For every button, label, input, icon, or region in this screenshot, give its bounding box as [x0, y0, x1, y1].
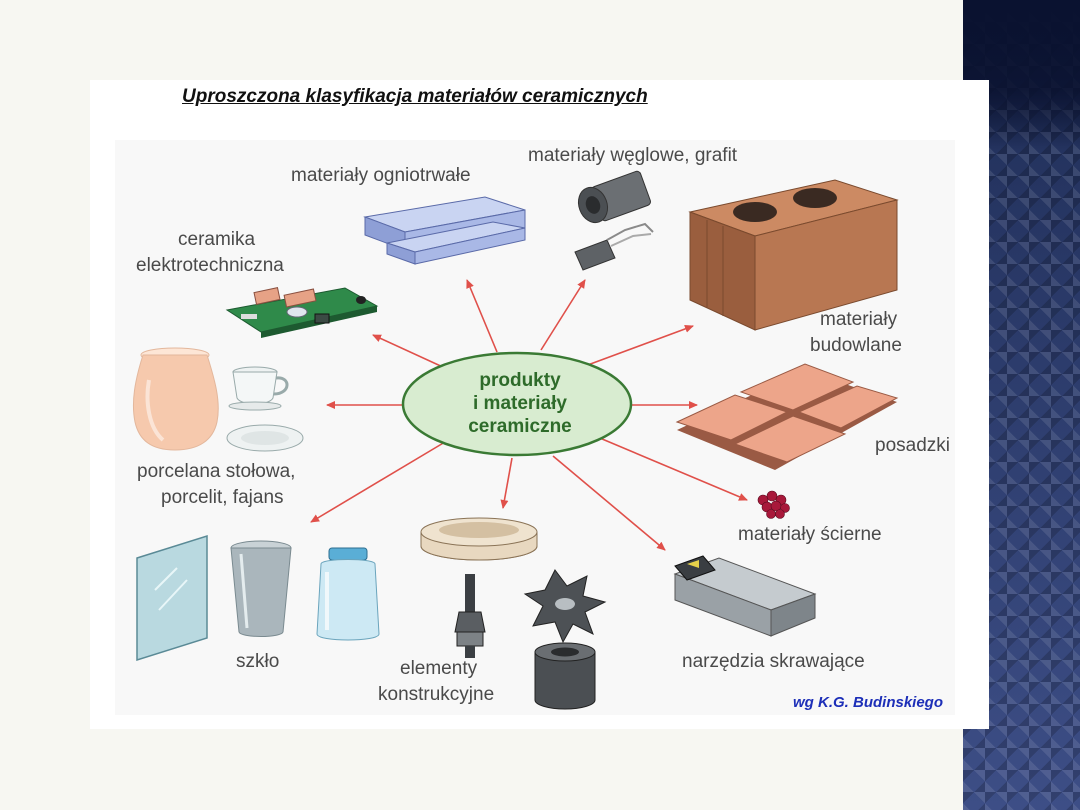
cutting-tool-icon — [673, 555, 817, 637]
arrow-to-abrasives — [594, 435, 748, 501]
label-carbon: materiały węglowe, grafit — [528, 145, 738, 166]
label-building-2: budowlane — [810, 335, 902, 356]
label-glass: szkło — [236, 651, 280, 672]
arrow-to-refractory — [466, 279, 498, 353]
slide-title: Uproszczona klasyfikacja materiałów cera… — [182, 86, 648, 107]
label-abrasives: materiały ścierne — [738, 524, 882, 545]
graphite-brush-icon — [574, 222, 654, 271]
vase-icon — [132, 347, 219, 451]
label-structural-2: konstrukcyjne — [378, 684, 495, 705]
classification-diagram: produkty i materiały ceramiczne materiał… — [115, 140, 955, 715]
label-building-1: materiały — [820, 309, 898, 330]
arrow-to-structural — [500, 457, 513, 509]
hollow-brick-icon — [688, 179, 899, 331]
label-electro-2: elektrotechniczna — [136, 255, 284, 276]
arrow-to-electro — [372, 334, 446, 369]
glass-tumbler-icon — [230, 540, 292, 637]
gear-rotor-icon — [523, 569, 607, 644]
carbon-tube-icon — [577, 170, 651, 224]
floor-tiles-icon — [675, 363, 899, 470]
diagram-graphics — [132, 170, 899, 710]
ceramic-bushing-icon — [534, 642, 596, 710]
plate-icon — [226, 424, 304, 452]
center-label-line3: ceramiczne — [468, 416, 572, 437]
glass-pane-icon — [136, 534, 208, 662]
abrasive-grains-icon — [757, 490, 790, 519]
center-label-line2: i materiały — [473, 393, 567, 414]
label-electro-1: ceramika — [178, 229, 256, 250]
arrow-to-building — [584, 325, 694, 367]
label-porcelain-1: porcelana stołowa, — [137, 461, 296, 482]
ceramic-ring-icon — [420, 517, 538, 561]
arrow-to-glass — [310, 441, 446, 523]
refractory-bricks-icon — [363, 196, 526, 265]
label-porcelain-2: porcelit, fajans — [161, 487, 284, 508]
cup-icon — [228, 366, 289, 411]
spark-plug-icon — [454, 574, 486, 658]
center-label: produkty i materiały ceramiczne — [411, 369, 629, 438]
arrow-to-cutting — [552, 455, 666, 551]
glass-jar-icon — [316, 547, 380, 641]
label-structural-1: elementy — [400, 658, 478, 679]
label-refractory: materiały ogniotrwałe — [291, 165, 471, 186]
arrow-to-carbon — [540, 279, 586, 351]
label-cutting-tools: narzędzia skrawające — [682, 651, 865, 672]
slide: Uproszczona klasyfikacja materiałów cera… — [90, 80, 989, 729]
source-credit: wg K.G. Budinskiego — [793, 694, 944, 711]
center-ellipse — [401, 351, 633, 457]
arrows — [310, 279, 748, 551]
center-label-line1: produkty — [479, 370, 561, 391]
circuit-board-icon — [225, 287, 379, 338]
label-floors: posadzki — [875, 435, 950, 456]
